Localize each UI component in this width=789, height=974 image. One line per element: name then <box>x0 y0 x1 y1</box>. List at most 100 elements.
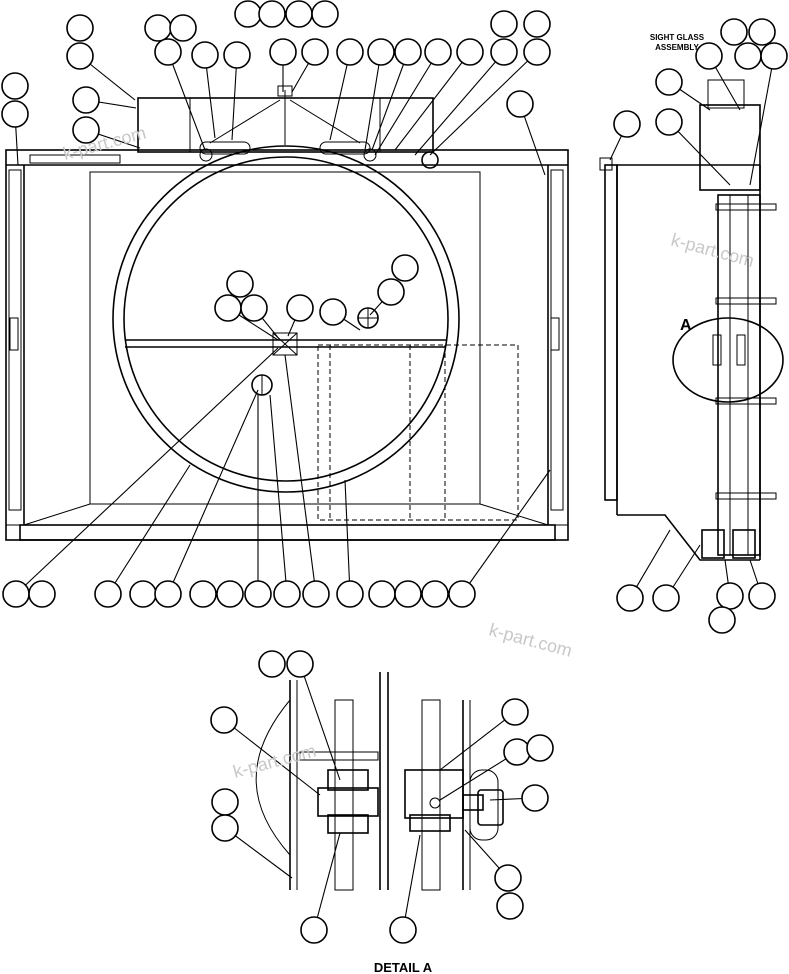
leader-line <box>461 469 551 595</box>
callout-bubble <box>216 580 244 608</box>
callout-bubble <box>494 864 522 892</box>
leader-line <box>668 121 731 186</box>
callout-bubble <box>760 42 788 70</box>
callout-bubble <box>1 72 29 100</box>
callout-bubble <box>169 14 197 42</box>
callout-bubble <box>234 0 262 28</box>
callout-bubble <box>391 254 419 282</box>
leader-line <box>107 464 191 595</box>
callout-bubble <box>456 38 484 66</box>
callout-bubble <box>716 582 744 610</box>
leader-line <box>371 51 409 151</box>
callout-bubble <box>616 584 644 612</box>
callout-bubble <box>503 738 531 766</box>
leader-line <box>414 51 505 156</box>
callout-bubble <box>72 116 100 144</box>
callout-bubble <box>421 580 449 608</box>
callout-bubble <box>66 42 94 70</box>
callout-bubble <box>286 650 314 678</box>
callout-bubble <box>2 580 30 608</box>
callout-bubble <box>720 18 748 46</box>
callout-bubble <box>301 38 329 66</box>
callout-bubble <box>226 270 254 298</box>
callout-bubble <box>695 42 723 70</box>
callout-bubble <box>258 650 286 678</box>
sight-glass-label-line2: ASSEMBLY <box>655 43 699 52</box>
callout-bubble <box>526 734 554 762</box>
leader-line <box>394 51 471 151</box>
detail-valve-right <box>404 769 464 819</box>
detail-a-view <box>255 672 504 891</box>
callout-bubble <box>191 41 219 69</box>
callout-bubble <box>424 38 452 66</box>
callout-bubble <box>448 580 476 608</box>
callout-bubble <box>211 788 239 816</box>
callout-bubble <box>311 0 339 28</box>
callout-bubble <box>652 584 680 612</box>
callout-bubble <box>523 38 551 66</box>
callout-bubble <box>129 580 157 608</box>
leader-line <box>439 711 516 771</box>
side-view <box>599 79 784 561</box>
callout-bubble <box>708 606 736 634</box>
leader-line <box>374 51 439 156</box>
leader-line <box>299 663 341 781</box>
leader-line <box>402 834 421 931</box>
leader-line <box>364 51 382 151</box>
callout-bubble <box>66 14 94 42</box>
front-view <box>5 85 569 541</box>
callout-bubble <box>389 916 417 944</box>
leader-line <box>429 51 538 156</box>
callout-bubble <box>240 294 268 322</box>
leader-line <box>284 354 317 595</box>
callout-bubbles <box>1 0 788 944</box>
leader-line <box>329 51 351 141</box>
callout-bubble <box>655 108 683 136</box>
sight-glass-housing <box>699 104 761 191</box>
fan-ring-outer <box>112 145 460 493</box>
callout-bubble <box>368 580 396 608</box>
callout-bubble <box>302 580 330 608</box>
callout-bubble <box>506 90 534 118</box>
callout-bubble <box>273 580 301 608</box>
leader-line <box>344 479 351 595</box>
detail-a-circle <box>672 317 784 403</box>
callout-bubble <box>734 42 762 70</box>
leader-line <box>269 394 288 595</box>
callout-bubble <box>28 580 56 608</box>
callout-bubble <box>258 0 286 28</box>
watermark: k-part.com <box>669 230 756 271</box>
watermark: k-part.com <box>231 741 318 782</box>
callout-bubble <box>144 14 172 42</box>
detail-valve-left <box>317 787 379 817</box>
callout-bubble <box>490 38 518 66</box>
leader-line <box>167 389 259 595</box>
callout-bubble <box>286 294 314 322</box>
callout-bubble <box>211 814 239 842</box>
callout-bubble <box>269 38 297 66</box>
callout-bubble <box>496 892 524 920</box>
callout-bubble <box>377 278 405 306</box>
callout-bubble <box>94 580 122 608</box>
callout-bubble <box>72 86 100 114</box>
callout-bubble <box>244 580 272 608</box>
sight-glass-label-line1: SIGHT GLASS <box>650 33 705 42</box>
watermark: k-part.com <box>487 620 574 661</box>
callout-bubble <box>189 580 217 608</box>
detail-a-marker: A <box>680 317 692 334</box>
callout-bubble <box>154 580 182 608</box>
inner-panel <box>89 171 481 505</box>
callout-bubble <box>523 10 551 38</box>
leader-line <box>313 832 341 931</box>
callout-bubble <box>521 784 549 812</box>
detail-a-title: DETAIL A <box>374 960 433 974</box>
leader-line <box>204 54 216 139</box>
callout-bubble <box>490 10 518 38</box>
callout-bubble <box>154 38 182 66</box>
leader-line <box>231 54 238 141</box>
callout-bubble <box>367 38 395 66</box>
side-left-rail <box>604 164 618 501</box>
callout-bubble <box>214 294 242 322</box>
side-frame <box>717 194 761 556</box>
